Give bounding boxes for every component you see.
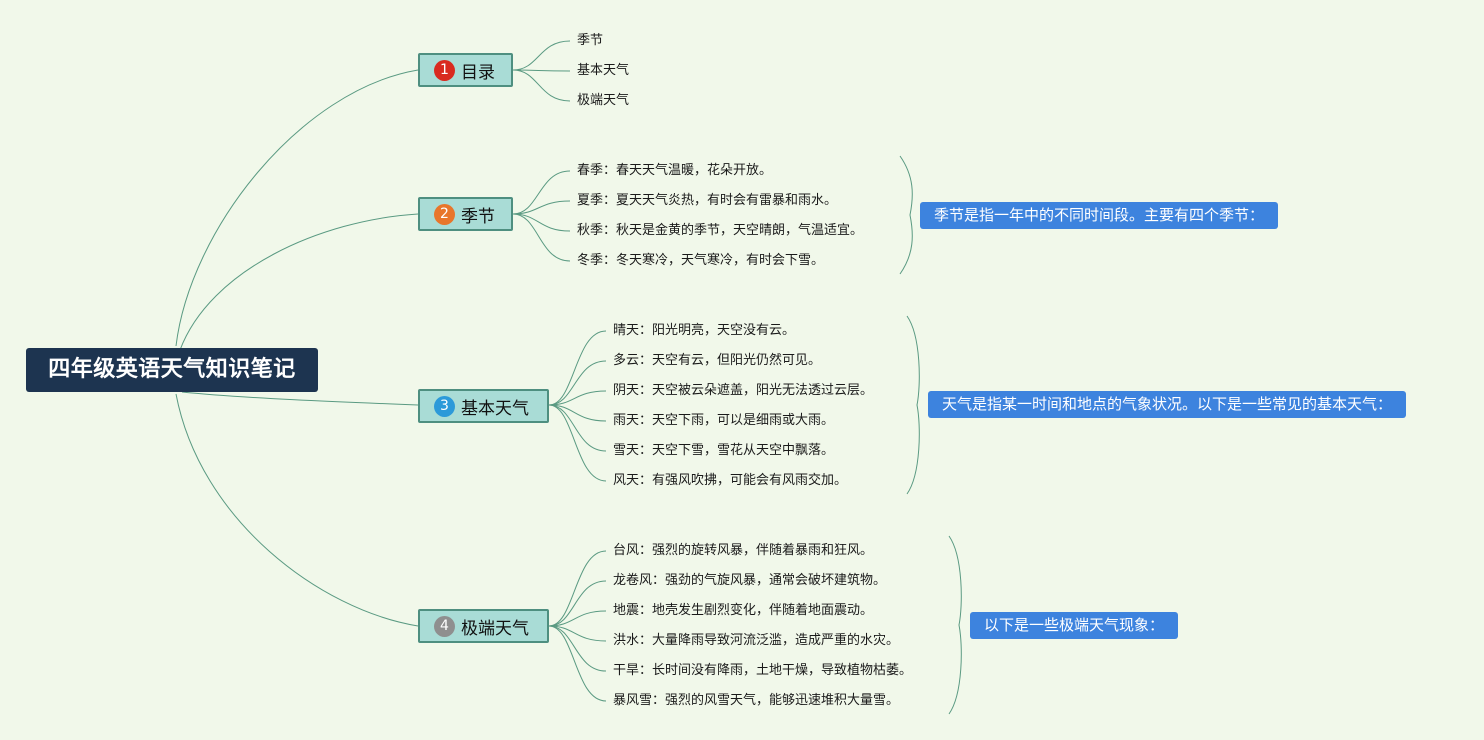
branch-label: 极端天气 <box>461 618 529 639</box>
branch-leaf-line <box>548 330 607 406</box>
branch-topic-basic-weather[interactable]: 3 基本天气 <box>418 389 549 423</box>
summary-bracket <box>906 315 920 495</box>
leaf-item[interactable]: 干旱：长时间没有降雨，土地干燥，导致植物枯萎。 <box>613 663 913 678</box>
branch-leaf-line <box>512 200 571 215</box>
number-1-icon: 1 <box>434 59 455 81</box>
summary-bracket <box>899 155 913 275</box>
leaf-item[interactable]: 阴天：天空被云朵遮盖，阳光无法透过云层。 <box>613 383 874 398</box>
summary-label[interactable]: 天气是指某一时间和地点的气象状况。以下是一些常见的基本天气： <box>928 391 1407 418</box>
leaf-item[interactable]: 雨天：天空下雨，可以是细雨或大雨。 <box>613 413 835 428</box>
branch-leaf-line <box>512 69 571 102</box>
number-3-icon: 3 <box>434 395 455 417</box>
branch-leaf-line <box>548 404 607 422</box>
summary-label[interactable]: 季节是指一年中的不同时间段。主要有四个季节： <box>920 202 1279 229</box>
summary-bracket <box>948 535 962 715</box>
leaf-item[interactable]: 暴风雪：强烈的风雪天气，能够迅速堆积大量雪。 <box>613 693 900 708</box>
leaf-item[interactable]: 基本天气 <box>577 63 630 78</box>
leaf-item[interactable]: 春季：春天天气温暖，花朵开放。 <box>577 163 773 178</box>
number-2-icon: 2 <box>434 203 455 225</box>
leaf-item[interactable]: 极端天气 <box>577 93 630 108</box>
root-topic[interactable]: 四年级英语天气知识笔记 <box>26 348 318 392</box>
number-4-icon: 4 <box>434 615 455 637</box>
leaf-item[interactable]: 洪水：大量降雨导致河流泛滥，造成严重的水灾。 <box>613 633 900 648</box>
root-branch-line <box>175 69 419 347</box>
branch-topic-extreme-weather[interactable]: 4 极端天气 <box>418 609 549 643</box>
branch-leaf-line <box>548 625 607 672</box>
branch-leaf-line <box>512 213 571 232</box>
branch-leaf-line <box>548 580 607 627</box>
branch-leaf-line <box>548 390 607 406</box>
branch-leaf-line <box>512 170 571 215</box>
branch-leaf-line <box>548 550 607 627</box>
leaf-item[interactable]: 地震：地壳发生剧烈变化，伴随着地面震动。 <box>613 603 874 618</box>
branch-leaf-line <box>512 213 571 262</box>
leaf-item[interactable]: 多云：天空有云，但阳光仍然可见。 <box>613 353 822 368</box>
leaf-item[interactable]: 晴天：阳光明亮，天空没有云。 <box>613 323 796 338</box>
leaf-item[interactable]: 龙卷风：强劲的气旋风暴，通常会破坏建筑物。 <box>613 573 887 588</box>
branch-leaf-line <box>512 40 571 71</box>
leaf-item[interactable]: 夏季：夏天天气炎热，有时会有雷暴和雨水。 <box>577 193 838 208</box>
branch-label: 季节 <box>461 206 495 227</box>
leaf-item[interactable]: 冬季：冬天寒冷，天气寒冷，有时会下雪。 <box>577 253 825 268</box>
root-branch-line <box>179 213 419 351</box>
leaf-item[interactable]: 风天：有强风吹拂，可能会有风雨交加。 <box>613 473 848 488</box>
branch-leaf-line <box>548 625 607 702</box>
branch-leaf-line <box>548 360 607 406</box>
root-branch-line <box>175 393 419 627</box>
leaf-item[interactable]: 秋季：秋天是金黄的季节，天空晴朗，气温适宜。 <box>577 223 864 238</box>
branch-leaf-line <box>548 610 607 627</box>
branch-leaf-line <box>512 69 571 72</box>
branch-leaf-line <box>548 625 607 642</box>
branch-leaf-line <box>548 404 607 452</box>
branch-topic-seasons[interactable]: 2 季节 <box>418 197 513 231</box>
root-branch-line <box>181 391 419 406</box>
leaf-item[interactable]: 雪天：天空下雪，雪花从天空中飘落。 <box>613 443 835 458</box>
branch-leaf-line <box>548 404 607 482</box>
branch-label: 目录 <box>461 62 495 83</box>
branch-topic-contents[interactable]: 1 目录 <box>418 53 513 87</box>
summary-label[interactable]: 以下是一些极端天气现象： <box>970 612 1179 639</box>
branch-label: 基本天气 <box>461 398 529 419</box>
leaf-item[interactable]: 季节 <box>577 33 604 48</box>
leaf-item[interactable]: 台风：强烈的旋转风暴，伴随着暴雨和狂风。 <box>613 543 874 558</box>
